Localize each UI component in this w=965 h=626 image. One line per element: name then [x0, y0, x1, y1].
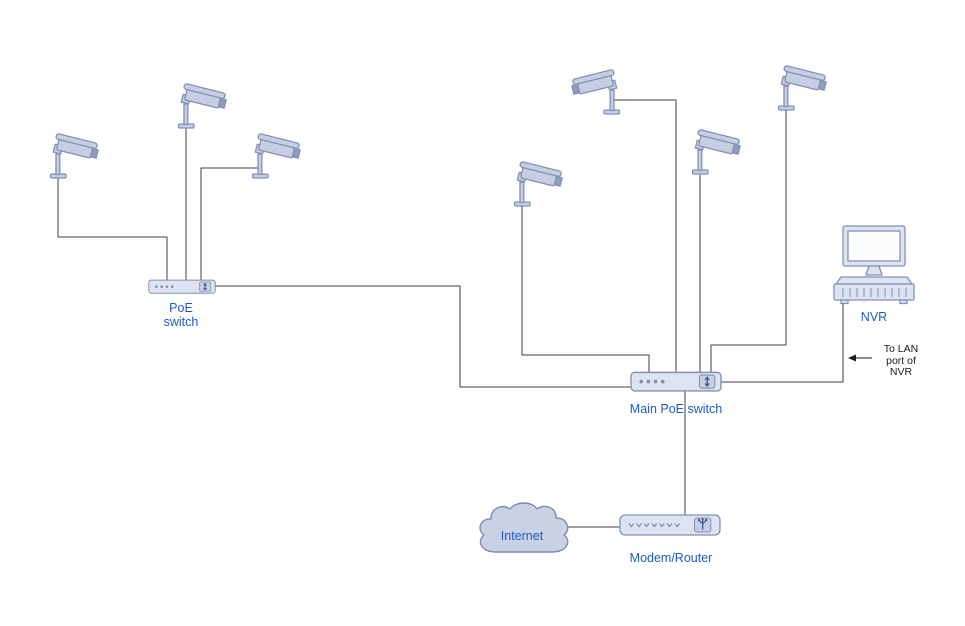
cctv-camera-icon-3 [251, 132, 303, 179]
nvr-label: NVR [860, 310, 888, 324]
cable-camera1-to-poe-switch [57, 162, 168, 284]
cctv-camera-icon-5 [513, 160, 565, 207]
cable-main-switch-to-nvr [718, 303, 844, 383]
poe-switch-label: PoE switch [163, 301, 199, 329]
nvr-note-label: To LAN port of NVR [883, 343, 919, 378]
main-poe-switch-icon [630, 371, 722, 392]
cables [57, 99, 844, 528]
cable-poe-switch-to-main-switch [210, 285, 634, 388]
cctv-camera-icon-7 [777, 64, 829, 111]
internet-cloud-icon [479, 502, 569, 553]
cable-camera7-to-main-switch [710, 102, 787, 377]
cctv-camera-icon-6 [691, 128, 743, 175]
nvr-icon [833, 225, 915, 305]
modem-router-icon [619, 514, 721, 536]
cable-camera5-to-main-switch [521, 198, 650, 377]
nvr-note-arrow-icon [848, 354, 872, 362]
poe-switch-icon [148, 279, 216, 294]
cable-camera4-to-main-switch [612, 99, 677, 377]
cctv-camera-icon-4 [569, 68, 621, 115]
cctv-camera-icon-1 [49, 132, 101, 179]
recorder-icon [833, 276, 915, 305]
cable-camera3-to-poe-switch [200, 167, 260, 284]
cctv-camera-icon-2 [177, 82, 229, 129]
modem-router-label: Modem/Router [629, 551, 713, 565]
main-poe-switch-label: Main PoE switch [629, 402, 723, 416]
internet-label: Internet [500, 529, 544, 543]
monitor-icon [842, 225, 906, 276]
